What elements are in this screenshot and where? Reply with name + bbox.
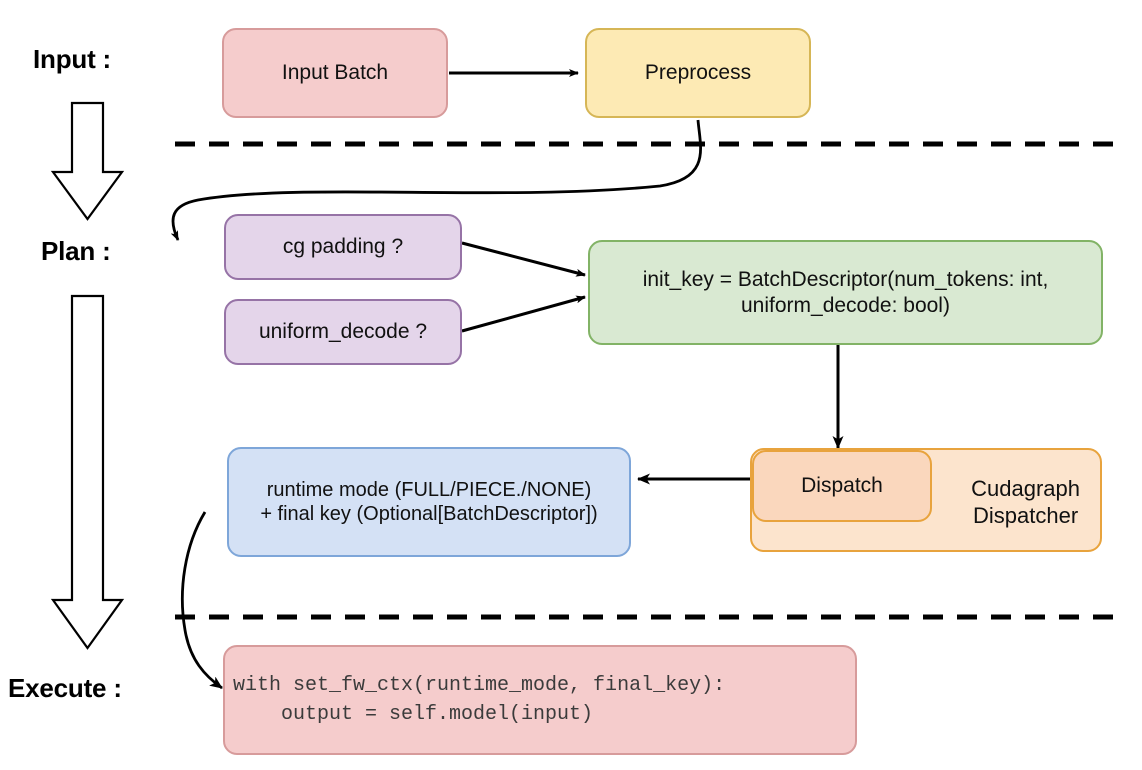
node-dispatch[interactable]: Dispatch: [752, 450, 932, 522]
node-cg-padding[interactable]: cg padding ?: [224, 214, 462, 280]
node-uniform-decode[interactable]: uniform_decode ?: [224, 299, 462, 365]
node-input-batch[interactable]: Input Batch: [222, 28, 448, 118]
node-runtime-mode-line1: runtime mode (FULL/PIECE./NONE): [266, 478, 592, 501]
node-init-key-text: init_key = BatchDescriptor(num_tokens: i…: [643, 267, 1049, 318]
stage-label-input: Input :: [33, 44, 112, 74]
node-runtime-mode[interactable]: runtime mode (FULL/PIECE./NONE) + final …: [227, 447, 631, 557]
arrow-runtime-mode-to-code-block: [180, 511, 223, 690]
node-runtime-mode-text: runtime mode (FULL/PIECE./NONE) + final …: [260, 478, 597, 527]
input-to-plan-arrow: [50, 101, 125, 221]
stage-label-plan: Plan :: [41, 236, 111, 266]
arrow-uniform-decode-to-init-key: [461, 295, 586, 333]
node-cudagraph-dispatcher-line1: Cudagraph: [971, 476, 1080, 501]
node-runtime-mode-line2: + final key (Optional[BatchDescriptor]): [260, 503, 598, 525]
node-dispatch-label: Dispatch: [801, 474, 883, 498]
node-uniform-decode-label: uniform_decode ?: [258, 320, 428, 344]
node-preprocess-label: Preprocess: [644, 61, 752, 85]
node-preprocess[interactable]: Preprocess: [585, 28, 811, 118]
node-code-block-text: with set_fw_ctx(runtime_mode, final_key)…: [233, 671, 725, 729]
plan-to-execute-arrow: [50, 294, 125, 650]
node-cg-padding-label: cg padding ?: [282, 235, 404, 259]
node-code-block[interactable]: with set_fw_ctx(runtime_mode, final_key)…: [223, 645, 857, 755]
node-input-batch-label: Input Batch: [281, 61, 389, 85]
node-code-block-line1: with set_fw_ctx(runtime_mode, final_key)…: [233, 674, 726, 697]
node-init-key[interactable]: init_key = BatchDescriptor(num_tokens: i…: [588, 240, 1103, 345]
node-init-key-line2: uniform_decode: bool): [741, 293, 950, 317]
stage-label-execute: Execute :: [8, 673, 122, 703]
arrow-preprocess-to-cg-padding: [170, 119, 702, 241]
node-cudagraph-dispatcher-text: Cudagraph Dispatcher: [971, 476, 1080, 530]
node-init-key-line1: init_key = BatchDescriptor(num_tokens: i…: [642, 267, 1049, 291]
node-code-block-line2: output = self.model(input): [233, 703, 594, 726]
node-cudagraph-dispatcher-line2: Dispatcher: [972, 502, 1079, 528]
arrow-cg-padding-to-init-key: [461, 241, 586, 277]
